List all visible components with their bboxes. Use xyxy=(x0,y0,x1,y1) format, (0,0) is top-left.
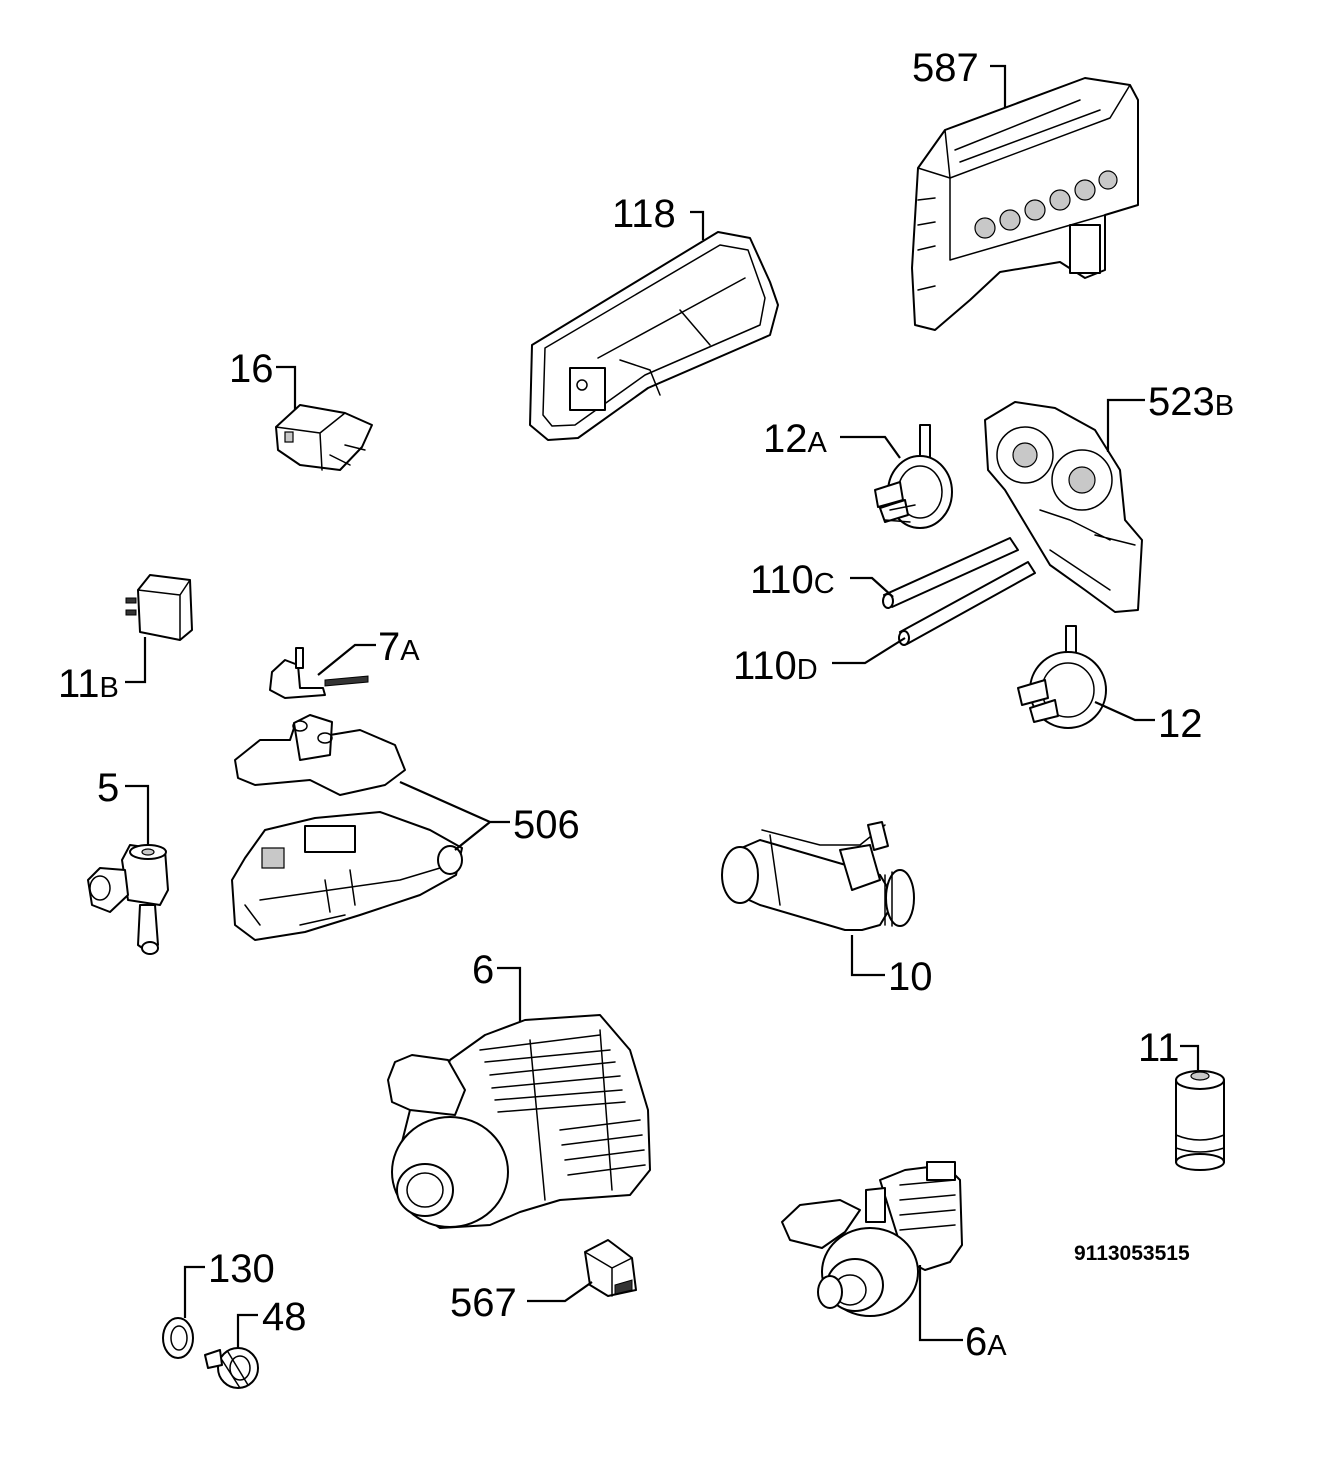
callout-16: 16 xyxy=(229,347,274,391)
leader-118 xyxy=(690,210,705,240)
leader-130 xyxy=(183,1265,205,1318)
callout-587: 587 xyxy=(912,46,979,90)
document-number: 9113053515 xyxy=(1074,1242,1190,1265)
part-118-display-cover xyxy=(529,231,779,441)
callout-6: 6 xyxy=(472,948,494,992)
leader-12 xyxy=(1094,700,1155,722)
callout-11: 11 xyxy=(1138,1026,1180,1070)
callout-523b: 523B xyxy=(1148,380,1234,424)
leader-16 xyxy=(276,365,297,410)
leader-48 xyxy=(236,1313,258,1348)
leader-7a xyxy=(317,643,376,676)
part-567-connector xyxy=(584,1239,637,1297)
part-12a-pressure-switch xyxy=(874,424,953,529)
part-10-heater xyxy=(721,821,915,931)
callout-48: 48 xyxy=(262,1295,307,1339)
part-48-plug xyxy=(204,1347,259,1389)
leader-11 xyxy=(1180,1044,1200,1070)
part-587-control-module xyxy=(911,77,1139,331)
part-7a-harness-clip xyxy=(269,647,369,699)
callout-11b: 11B xyxy=(58,662,119,706)
callout-12: 12 xyxy=(1158,702,1203,746)
leader-6 xyxy=(497,966,522,1022)
callout-labels: 587 118 16 523B 12A 110C 110D 12 11B 7A … xyxy=(58,46,1234,1364)
part-11b-relay xyxy=(125,574,193,641)
part-6a-drain-pump xyxy=(781,1161,963,1317)
leader-12a xyxy=(840,435,901,459)
part-5-inlet-valve xyxy=(87,844,169,955)
module-connector-row xyxy=(974,170,1118,239)
callout-506: 506 xyxy=(513,803,580,847)
leader-5 xyxy=(125,784,150,845)
leader-523b xyxy=(1106,398,1145,452)
callout-567: 567 xyxy=(450,1281,517,1325)
leader-6a xyxy=(918,1265,963,1342)
part-506-filter-housing xyxy=(231,714,463,941)
callout-6a: 6A xyxy=(965,1320,1007,1364)
callout-10: 10 xyxy=(888,955,933,999)
part-110c-hose xyxy=(882,537,1019,609)
part-6-circulation-pump xyxy=(387,1014,651,1229)
part-523b-pressure-chamber xyxy=(984,401,1143,613)
callout-12a: 12A xyxy=(763,417,828,461)
leader-lines xyxy=(125,64,1200,1348)
callout-7a: 7A xyxy=(378,625,420,669)
callout-110d: 110D xyxy=(733,644,818,688)
leader-110c xyxy=(850,576,894,598)
leader-567 xyxy=(527,1281,593,1303)
callout-5: 5 xyxy=(97,766,119,810)
leader-110d xyxy=(832,637,906,665)
motor-winding xyxy=(479,1029,646,1201)
part-110d-hose xyxy=(898,561,1036,646)
leader-10 xyxy=(850,935,885,977)
leader-587 xyxy=(990,64,1007,108)
part-16-door-switch xyxy=(275,404,373,471)
callout-130: 130 xyxy=(208,1247,275,1291)
part-11-capacitor xyxy=(1175,1070,1225,1171)
part-130-gasket xyxy=(162,1317,194,1359)
part-12-pressure-switch xyxy=(1017,625,1107,729)
leader-506 xyxy=(399,780,510,851)
leader-11b xyxy=(125,637,147,684)
callout-110c: 110C xyxy=(750,558,835,602)
callout-118: 118 xyxy=(612,192,676,236)
